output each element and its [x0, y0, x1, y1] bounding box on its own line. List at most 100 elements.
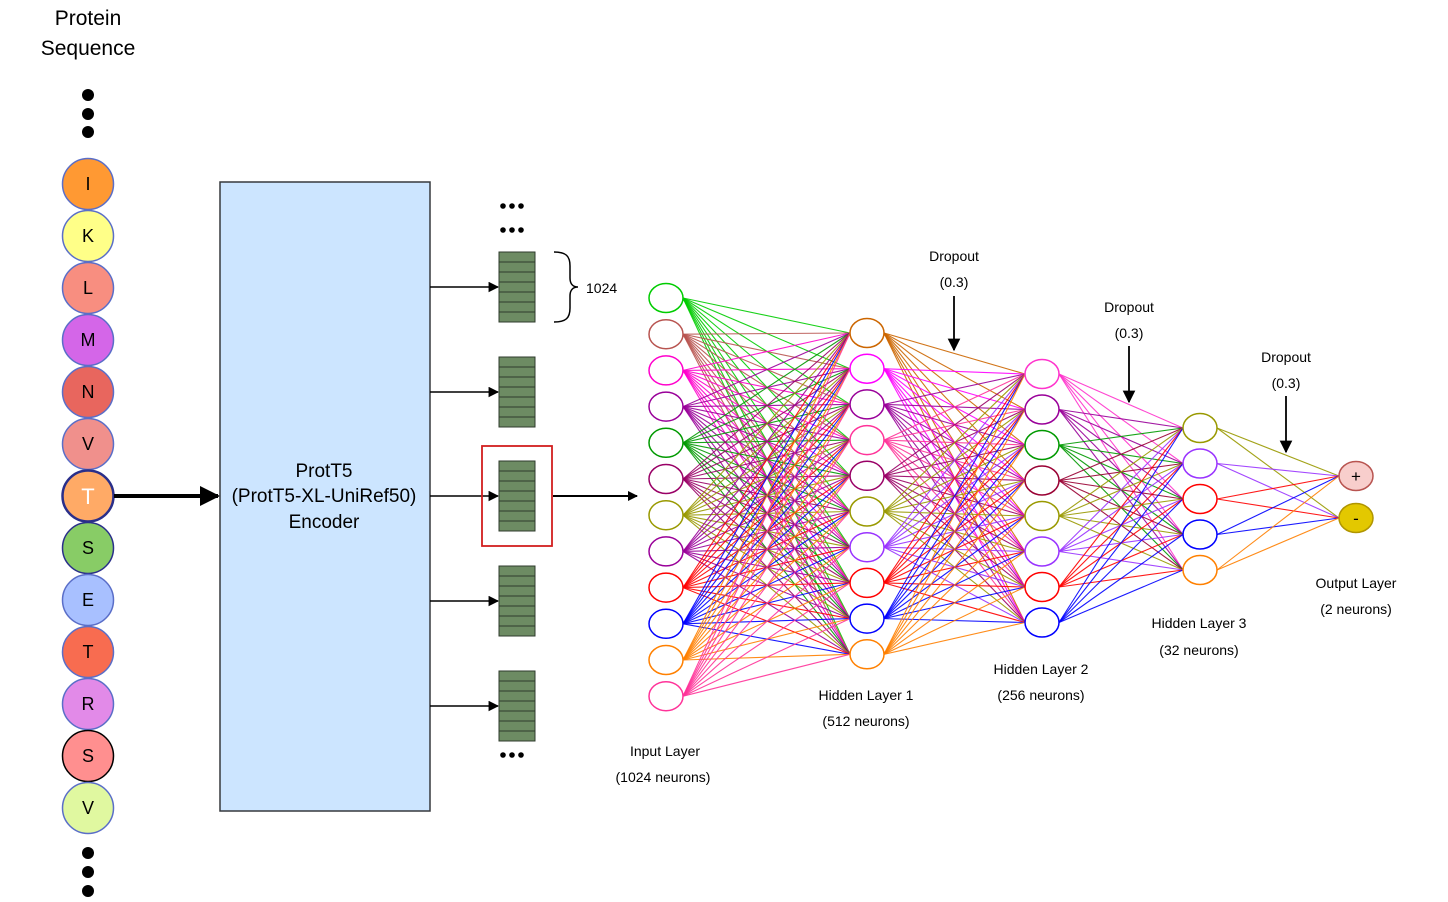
- output-neuron-2: [1338, 502, 1374, 534]
- neuron: [648, 282, 684, 314]
- neuron: [648, 608, 684, 640]
- neuron: [1182, 412, 1218, 444]
- connection-line: [883, 368, 1026, 375]
- embedding-ellipsis-top: [500, 203, 524, 233]
- connection-line: [682, 332, 851, 588]
- network-neurons: +-: [648, 282, 1374, 712]
- connection-line: [682, 439, 851, 697]
- embedding-vectors: [430, 251, 536, 742]
- neuron: [849, 353, 885, 384]
- connection-line: [1058, 463, 1184, 623]
- encoder-label-line1: ProtT5: [295, 461, 352, 482]
- output-layer-size: (2 neurons): [1320, 601, 1392, 617]
- residue-circle: [61, 729, 115, 783]
- residue-circle: [61, 469, 115, 523]
- neuron: [648, 644, 684, 676]
- connection-line: [682, 332, 851, 408]
- connection-line: [1058, 427, 1184, 517]
- hidden-layer-2-size: (256 neurons): [997, 687, 1084, 703]
- connection-line: [682, 404, 851, 697]
- neuron: [849, 603, 885, 634]
- dropout-3-label: Dropout: [1261, 349, 1311, 365]
- connection-line: [1216, 462, 1340, 477]
- neuron: [648, 427, 684, 459]
- connection-line: [1058, 427, 1184, 446]
- connection-line: [883, 373, 1026, 512]
- connection-line: [883, 373, 1026, 655]
- connection-line: [682, 332, 851, 516]
- residue-letter: T: [81, 484, 94, 509]
- residue-letter: T: [83, 642, 94, 662]
- residue-2: K: [61, 209, 115, 263]
- sequence-ellipsis-bottom: [82, 847, 94, 897]
- network-connections: [682, 297, 1340, 697]
- connection-line: [883, 409, 1026, 655]
- hidden-layer-2-name: Hidden Layer 2: [994, 661, 1089, 677]
- residue-10: T: [61, 625, 115, 679]
- encoder-box: [219, 181, 431, 812]
- connection-line: [682, 582, 851, 697]
- connection-line: [1058, 427, 1184, 482]
- sequence-title-line1: Protein: [55, 7, 122, 30]
- neuron: [849, 531, 885, 563]
- residue-letter: V: [82, 798, 94, 818]
- dropout-1: Dropout (0.3): [929, 248, 979, 352]
- connections-input-to-h1: [682, 297, 851, 697]
- connection-line: [1216, 427, 1340, 477]
- output-symbol: +: [1351, 467, 1361, 486]
- connection-line: [1058, 498, 1184, 623]
- connection-line: [682, 653, 851, 697]
- connection-line: [682, 618, 851, 697]
- connection-line: [1058, 373, 1184, 429]
- neuron: [849, 567, 885, 599]
- dropout-3-value: (0.3): [1272, 375, 1301, 391]
- connection-line: [883, 373, 1026, 441]
- connection-line: [682, 332, 851, 335]
- connection-line: [883, 586, 1026, 655]
- connection-line: [682, 332, 851, 625]
- neuron: [1182, 483, 1218, 515]
- dropout-3: Dropout (0.3): [1261, 349, 1311, 454]
- embedding-vector-3: [430, 460, 536, 532]
- residue-circle: [61, 157, 115, 211]
- residue-letter: S: [82, 746, 94, 766]
- encoder-label-line2: (ProtT5-XL-UniRef50): [232, 486, 417, 507]
- residue-circle: [61, 677, 115, 731]
- neuron: [648, 391, 684, 422]
- connection-line: [883, 444, 1026, 655]
- neuron: [1024, 607, 1060, 638]
- residue-letter: L: [83, 278, 93, 298]
- neuron: [1182, 519, 1218, 550]
- neuron: [1182, 448, 1218, 479]
- residue-9: E: [61, 573, 115, 627]
- connection-line: [1216, 517, 1340, 536]
- embedding-ellipsis-bottom: [500, 752, 524, 758]
- neuron: [648, 355, 684, 386]
- embedding-vector-2: [430, 356, 536, 428]
- connection-line: [1216, 462, 1340, 519]
- connection-line: [682, 332, 851, 480]
- output-neuron-1: [1338, 460, 1374, 492]
- connection-line: [1216, 475, 1340, 500]
- residue-13: V: [61, 781, 115, 835]
- residue-letter: K: [82, 226, 94, 246]
- connection-line: [1216, 427, 1340, 519]
- connection-line: [682, 368, 851, 697]
- layer-h1-neurons: [849, 317, 885, 670]
- neuron: [648, 499, 684, 531]
- connections-h3-to-out: [1216, 427, 1340, 571]
- neuron: [1182, 554, 1218, 586]
- neuron: [648, 318, 684, 350]
- connection-line: [1058, 569, 1184, 624]
- embedding-block: [498, 565, 536, 637]
- residue-circle: [61, 209, 115, 263]
- connection-line: [883, 621, 1026, 655]
- connection-line: [682, 332, 851, 444]
- hidden-layer-3-name: Hidden Layer 3: [1152, 615, 1247, 631]
- residue-letter: S: [82, 538, 94, 558]
- connection-line: [883, 373, 1026, 405]
- neuron: [1024, 429, 1060, 461]
- connection-line: [1058, 408, 1184, 429]
- layer-h3-neurons: [1182, 412, 1218, 586]
